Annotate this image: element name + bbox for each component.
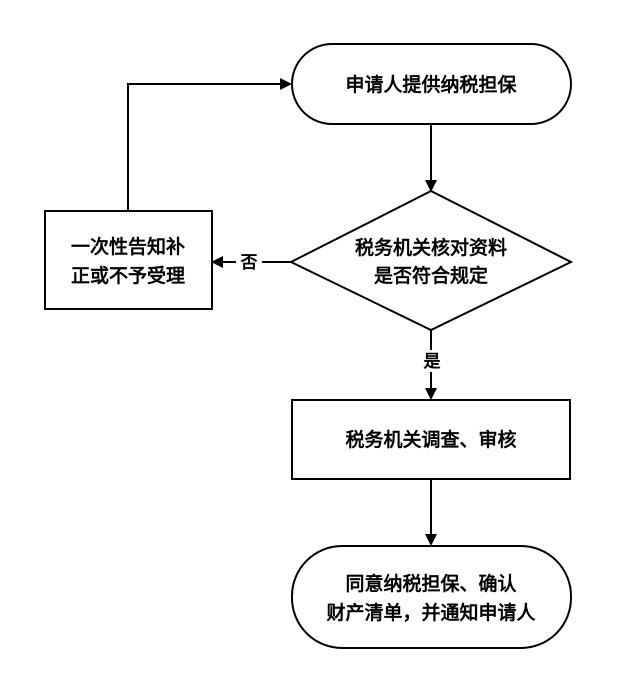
decision-node-label-line-2: 是否符合规定 xyxy=(374,264,488,287)
arrow-reject-to-start xyxy=(127,78,292,211)
yes-label-bg xyxy=(420,350,444,372)
reject-node-label-line-2: 正或不予受理 xyxy=(71,264,185,287)
reject-node: 一次性告知补 正或不予受理 xyxy=(44,210,213,310)
decision-node-label-line-1: 税务机关核对资料 xyxy=(355,236,507,259)
review-node-label: 税务机关调查、审核 xyxy=(345,428,516,451)
no-label: 否 xyxy=(240,253,258,273)
decision-node: 税务机关核对资料 是否符合规定 xyxy=(288,189,574,332)
decision-node-shape xyxy=(288,189,574,332)
start-node-label: 申请人提供纳税担保 xyxy=(345,73,517,96)
start-node: 申请人提供纳税担保 xyxy=(291,43,572,125)
yes-label: 是 xyxy=(424,352,441,372)
end-node: 同意纳税担保、确认 财产清单，并通知申请人 xyxy=(291,545,572,649)
reject-node-shape xyxy=(44,210,213,310)
end-node-shape xyxy=(291,545,572,649)
review-node: 税务机关调查、审核 xyxy=(291,399,571,480)
no-label-bg xyxy=(236,251,262,273)
end-node-label-line-1: 同意纳税担保、确认 xyxy=(345,572,516,595)
end-node-label-line-2: 财产清单，并通知申请人 xyxy=(326,601,536,624)
reject-node-label-line-1: 一次性告知补 xyxy=(71,235,185,258)
